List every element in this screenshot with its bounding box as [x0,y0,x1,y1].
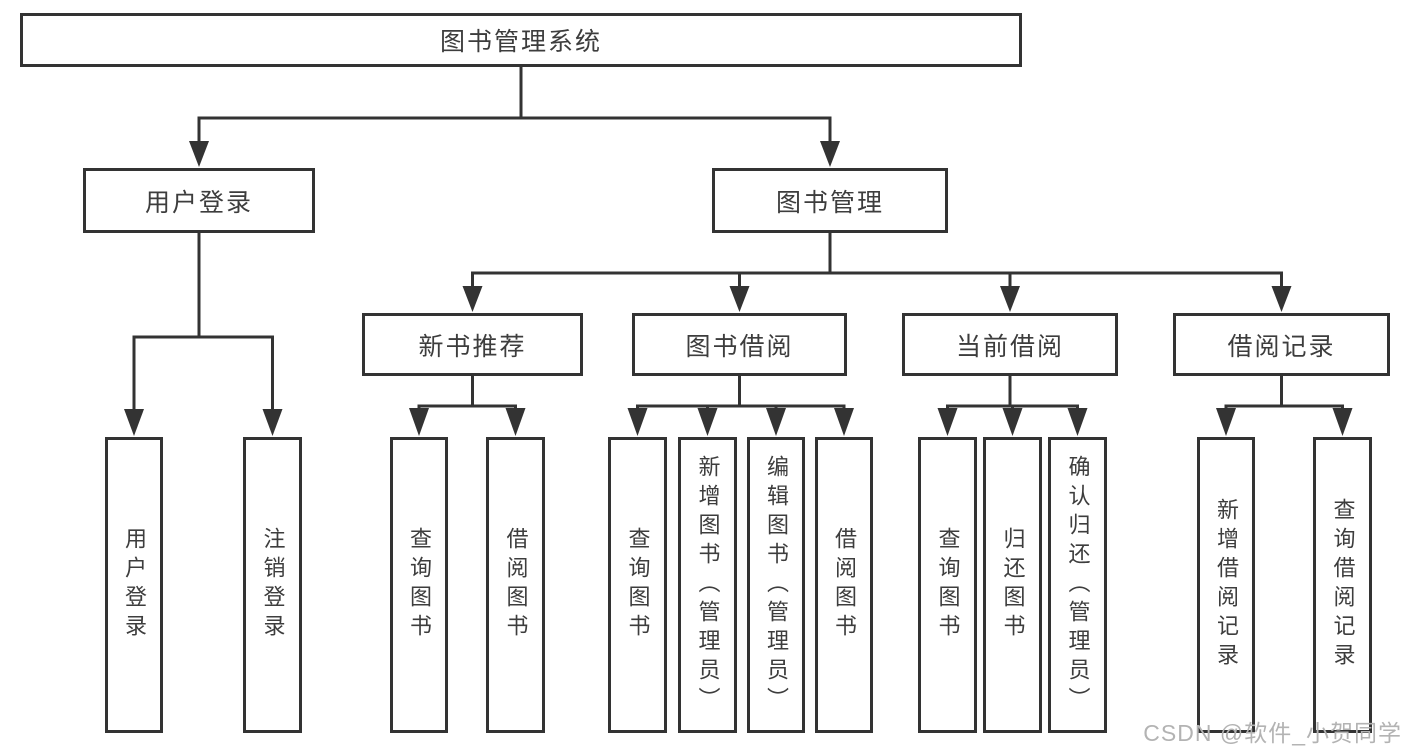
leaf-user-login: 用户登录 [105,437,163,733]
arrowheads [124,141,1353,436]
leaf-query-books-borrowing: 查询图书 [608,437,667,733]
node-label: 用户登录 [122,527,147,643]
node-new-book-recommendation: 新书推荐 [362,313,583,376]
node-borrowing-records: 借阅记录 [1173,313,1390,376]
node-user-login: 用户登录 [83,168,315,233]
node-label: 新增借阅记录 [1214,498,1239,672]
arrow-down-icon [766,408,786,436]
node-current-borrowing: 当前借阅 [902,313,1118,376]
node-label: 借阅图书 [503,527,529,643]
node-label: 图书管理系统 [439,28,602,56]
leaf-borrow-books-recommendation: 借阅图书 [486,437,545,733]
node-label: 查询图书 [625,527,651,643]
connector-mgmt-branch [471,271,1283,289]
connector-hist-branch [1224,404,1344,410]
leaf-edit-book-admin: 编辑图书（管理员） [747,437,805,733]
leaf-logout: 注销登录 [243,437,302,733]
node-book-management: 图书管理 [712,168,948,233]
node-label: 编辑图书（管理员） [764,454,789,716]
arrow-down-icon [505,408,526,436]
leaf-borrow-books-borrowing: 借阅图书 [815,437,873,733]
arrow-down-icon [1216,408,1236,436]
node-label: 确认归还（管理员） [1065,454,1091,716]
arrow-down-icon [189,141,209,167]
arrow-down-icon [462,286,483,312]
node-label: 查询借阅记录 [1330,498,1356,672]
leaf-add-borrow-record: 新增借阅记录 [1197,437,1255,733]
arrow-down-icon [627,408,648,436]
node-label: 新书推荐 [418,332,527,361]
node-label: 查询图书 [407,527,432,643]
node-label: 借阅图书 [832,527,857,643]
node-label: 图书借阅 [685,332,794,361]
node-label: 查询图书 [935,527,961,643]
arrow-down-icon [124,409,144,436]
node-label: 借阅记录 [1227,332,1336,361]
node-label: 当前借阅 [955,332,1064,361]
connector-login-branch [132,335,274,412]
connector-root-branch [197,116,832,146]
node-label: 归还图书 [1000,527,1026,643]
arrow-down-icon [834,408,854,436]
arrow-down-icon [262,409,283,436]
arrow-down-icon [937,408,958,436]
leaf-query-borrow-record: 查询借阅记录 [1313,437,1372,733]
arrow-down-icon [409,408,429,436]
connector-borrow-branch [636,404,846,410]
node-label: 注销登录 [260,527,286,643]
node-label: 图书管理 [775,188,884,217]
leaf-return-book: 归还图书 [983,437,1042,733]
arrow-down-icon [1271,286,1292,312]
arrow-down-icon [1002,408,1023,436]
arrow-down-icon [1332,408,1353,436]
leaf-query-books-current: 查询图书 [918,437,977,733]
leaf-confirm-return-admin: 确认归还（管理员） [1048,437,1107,733]
node-book-borrowing: 图书借阅 [632,313,847,376]
arrow-down-icon [1000,286,1020,312]
arrow-down-icon [820,141,840,167]
arrow-down-icon [729,286,750,312]
leaf-query-books-recommendation: 查询图书 [390,437,448,733]
node-book-management-system: 图书管理系统 [20,13,1022,67]
arrow-down-icon [697,408,718,436]
connector-rec-branch [417,404,517,410]
arrow-down-icon [1067,408,1088,436]
node-label: 新增图书（管理员） [695,454,721,716]
csdn-watermark: CSDN @软件_小贺同学 [1143,720,1402,746]
leaf-add-book-admin: 新增图书（管理员） [678,437,737,733]
node-label: 用户登录 [144,188,253,217]
